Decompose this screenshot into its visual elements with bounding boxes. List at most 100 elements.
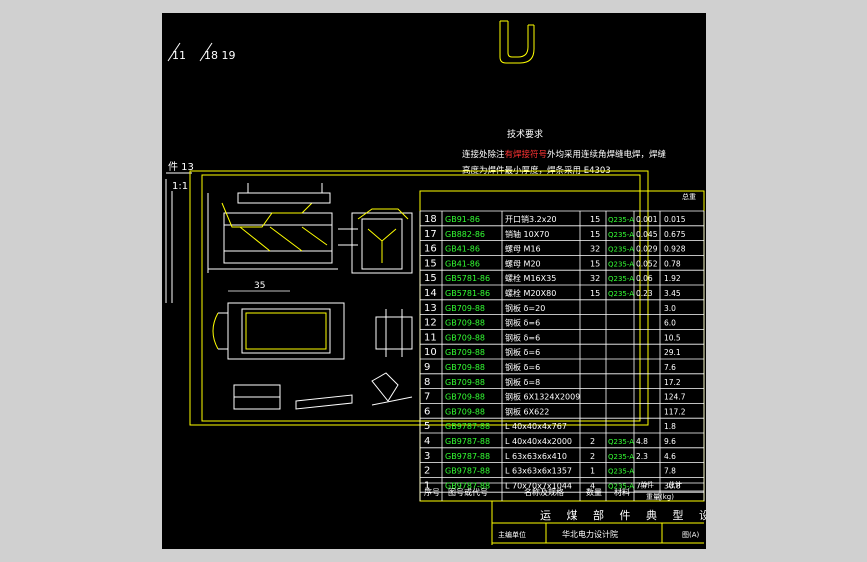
cad-drawing: 11 18 19 技术要求 连接处除注有焊接符号外均采用连续角焊缝电焊，焊缝 高…	[162, 13, 706, 549]
bom-cell-unit: 0.029	[636, 245, 658, 254]
bom-cell-total: 17.2	[664, 378, 681, 387]
bom-cell-total: 3.0	[664, 304, 676, 313]
bom-cell-total: 0.928	[664, 245, 686, 254]
bom-cell-no: 9	[424, 362, 430, 373]
bom-cell-name: L 63x63x6x1357	[505, 467, 572, 476]
bom-cell-no: 18	[424, 214, 437, 225]
bom-cell-name: 钢板 δ=8	[505, 377, 540, 387]
bom-footer-weight-unit: 重量(kg)	[646, 493, 674, 501]
bom-cell-no: 2	[424, 466, 430, 477]
bom-cell-no: 13	[424, 303, 437, 314]
bom-cell-qty: 4	[590, 481, 595, 490]
bom-header-total: 总重	[682, 192, 696, 201]
bom-cell-code: GB5781-86	[445, 289, 490, 298]
bom-footer-code: 图号或代号	[448, 487, 488, 497]
title-block-drawing-no: 图(A)	[682, 531, 700, 539]
bom-cell-no: 16	[424, 244, 437, 255]
main-assembly-view	[207, 183, 338, 273]
bom-cell-code: GB9787-88	[445, 422, 490, 431]
bom-cell-name: 钢板 δ=6	[505, 332, 540, 342]
bom-footer-no: 序号	[424, 487, 440, 497]
bottom-details	[233, 372, 413, 410]
bom-cell-name: 钢板 δ=6	[505, 347, 540, 357]
bom-cell-qty: 15	[590, 289, 600, 298]
bom-cell-code: GB9787-88	[445, 452, 490, 461]
bom-footer-name: 名称及规格	[524, 487, 564, 497]
bom-cell-no: 14	[424, 288, 437, 299]
bom-cell-qty: 1	[590, 467, 595, 476]
bom-footer-weight-b: 总计	[668, 480, 682, 489]
bom-cell-total: 1.92	[664, 274, 681, 283]
bom-cell-qty: 2	[590, 452, 595, 461]
corner-mark-right: 18 19	[204, 49, 236, 62]
bom-cell-total: 10.5	[664, 333, 681, 342]
bom-cell-name: 钢板 6X622	[505, 406, 549, 416]
bom-cell-no: 8	[424, 377, 430, 388]
bom-cell-no: 4	[424, 436, 430, 447]
bom-cell-name: L 40x40x4x2000	[505, 437, 572, 446]
bom-cell-code: GB709-88	[445, 304, 485, 313]
bom-cell-code: GB709-88	[445, 393, 485, 402]
view-label-name: 件 13	[168, 161, 194, 173]
bom-row: 8 GB709-88 钢板 δ=8 17.2	[424, 377, 681, 388]
bom-cell-total: 29.1	[664, 348, 681, 357]
bom-cell-name: 销轴 10X70	[505, 229, 549, 239]
bom-footer-qty: 数量	[586, 487, 602, 497]
bom-cell-name: L 63x63x6x410	[505, 452, 567, 461]
title-block-title: 运 煤 部 件 典 型 设 计	[540, 508, 706, 522]
bom-cell-total: 7.6	[664, 363, 676, 372]
bom-cell-qty: 32	[590, 245, 600, 254]
bom-cell-unit: 2.3	[636, 452, 648, 461]
view-label-scale: 1:1	[172, 181, 188, 192]
bom-cell-mat: Q235-A	[608, 482, 634, 490]
bom-cell-mat: Q235-A	[608, 260, 634, 268]
bom-cell-no: 15	[424, 273, 437, 284]
bom-cell-name: 钢板 δ=20	[505, 303, 545, 313]
detail-bracket	[375, 309, 413, 357]
bom-cell-name: 螺栓 M16X35	[505, 273, 556, 283]
bom-cell-name: 螺母 M20	[505, 258, 541, 268]
bom-cell-name: 螺栓 M20X80	[505, 288, 556, 298]
bom-cell-unit: 7.7	[636, 481, 648, 490]
bom-cell-no: 1	[424, 480, 430, 491]
bom-cell-no: 10	[424, 347, 437, 358]
bom-cell-code: GB91-86	[445, 215, 480, 224]
bom-cell-qty: 15	[590, 259, 600, 268]
bom-cell-mat: Q235-A	[608, 231, 634, 239]
bom-cell-total: 124.7	[664, 393, 686, 402]
title-block: 运 煤 部 件 典 型 设 计 主编单位 华北电力设计院 图(A)	[498, 508, 706, 543]
bom-cell-name: 螺母 M16	[505, 244, 541, 254]
bom-cell-no: 3	[424, 451, 430, 462]
bom-footer-mat: 材料	[614, 487, 630, 497]
bom-cell-qty: 32	[590, 274, 600, 283]
title-block-unit: 主编单位	[498, 530, 526, 539]
bom-cell-total: 0.78	[664, 259, 681, 268]
bom-cell-name: 钢板 δ=6	[505, 362, 540, 372]
bom-cell-code: GB709-88	[445, 363, 485, 372]
bom-cell-name: 开口销3.2x20	[505, 214, 557, 224]
bom-cell-unit: 0.23	[636, 289, 653, 298]
bom-cell-code: GB5781-86	[445, 274, 490, 283]
hook-detail	[499, 20, 535, 64]
bom-footer: 序号 图号或代号 名称及规格 数量 材料 单件 总计 重量(kg)	[424, 480, 682, 501]
bom-cell-code: GB9787-88	[445, 467, 490, 476]
bom-cell-total: 9.6	[664, 437, 676, 446]
bom-cell-code: GB709-88	[445, 407, 485, 416]
drawing-sheet: 11 18 19 技术要求 连接处除注有焊接符号外均采用连续角焊缝电焊，焊缝 高…	[162, 13, 706, 549]
bom-cell-mat: Q235-A	[608, 246, 634, 254]
title-block-designer: 华北电力设计院	[562, 529, 618, 539]
bom-cell-no: 15	[424, 258, 437, 269]
bom-cell-code: GB709-88	[445, 378, 485, 387]
bom-cell-qty: 2	[590, 437, 595, 446]
bom-cell-mat: Q235-A	[608, 275, 634, 283]
bom-cell-total: 0.015	[664, 215, 686, 224]
plan-view	[212, 302, 345, 360]
